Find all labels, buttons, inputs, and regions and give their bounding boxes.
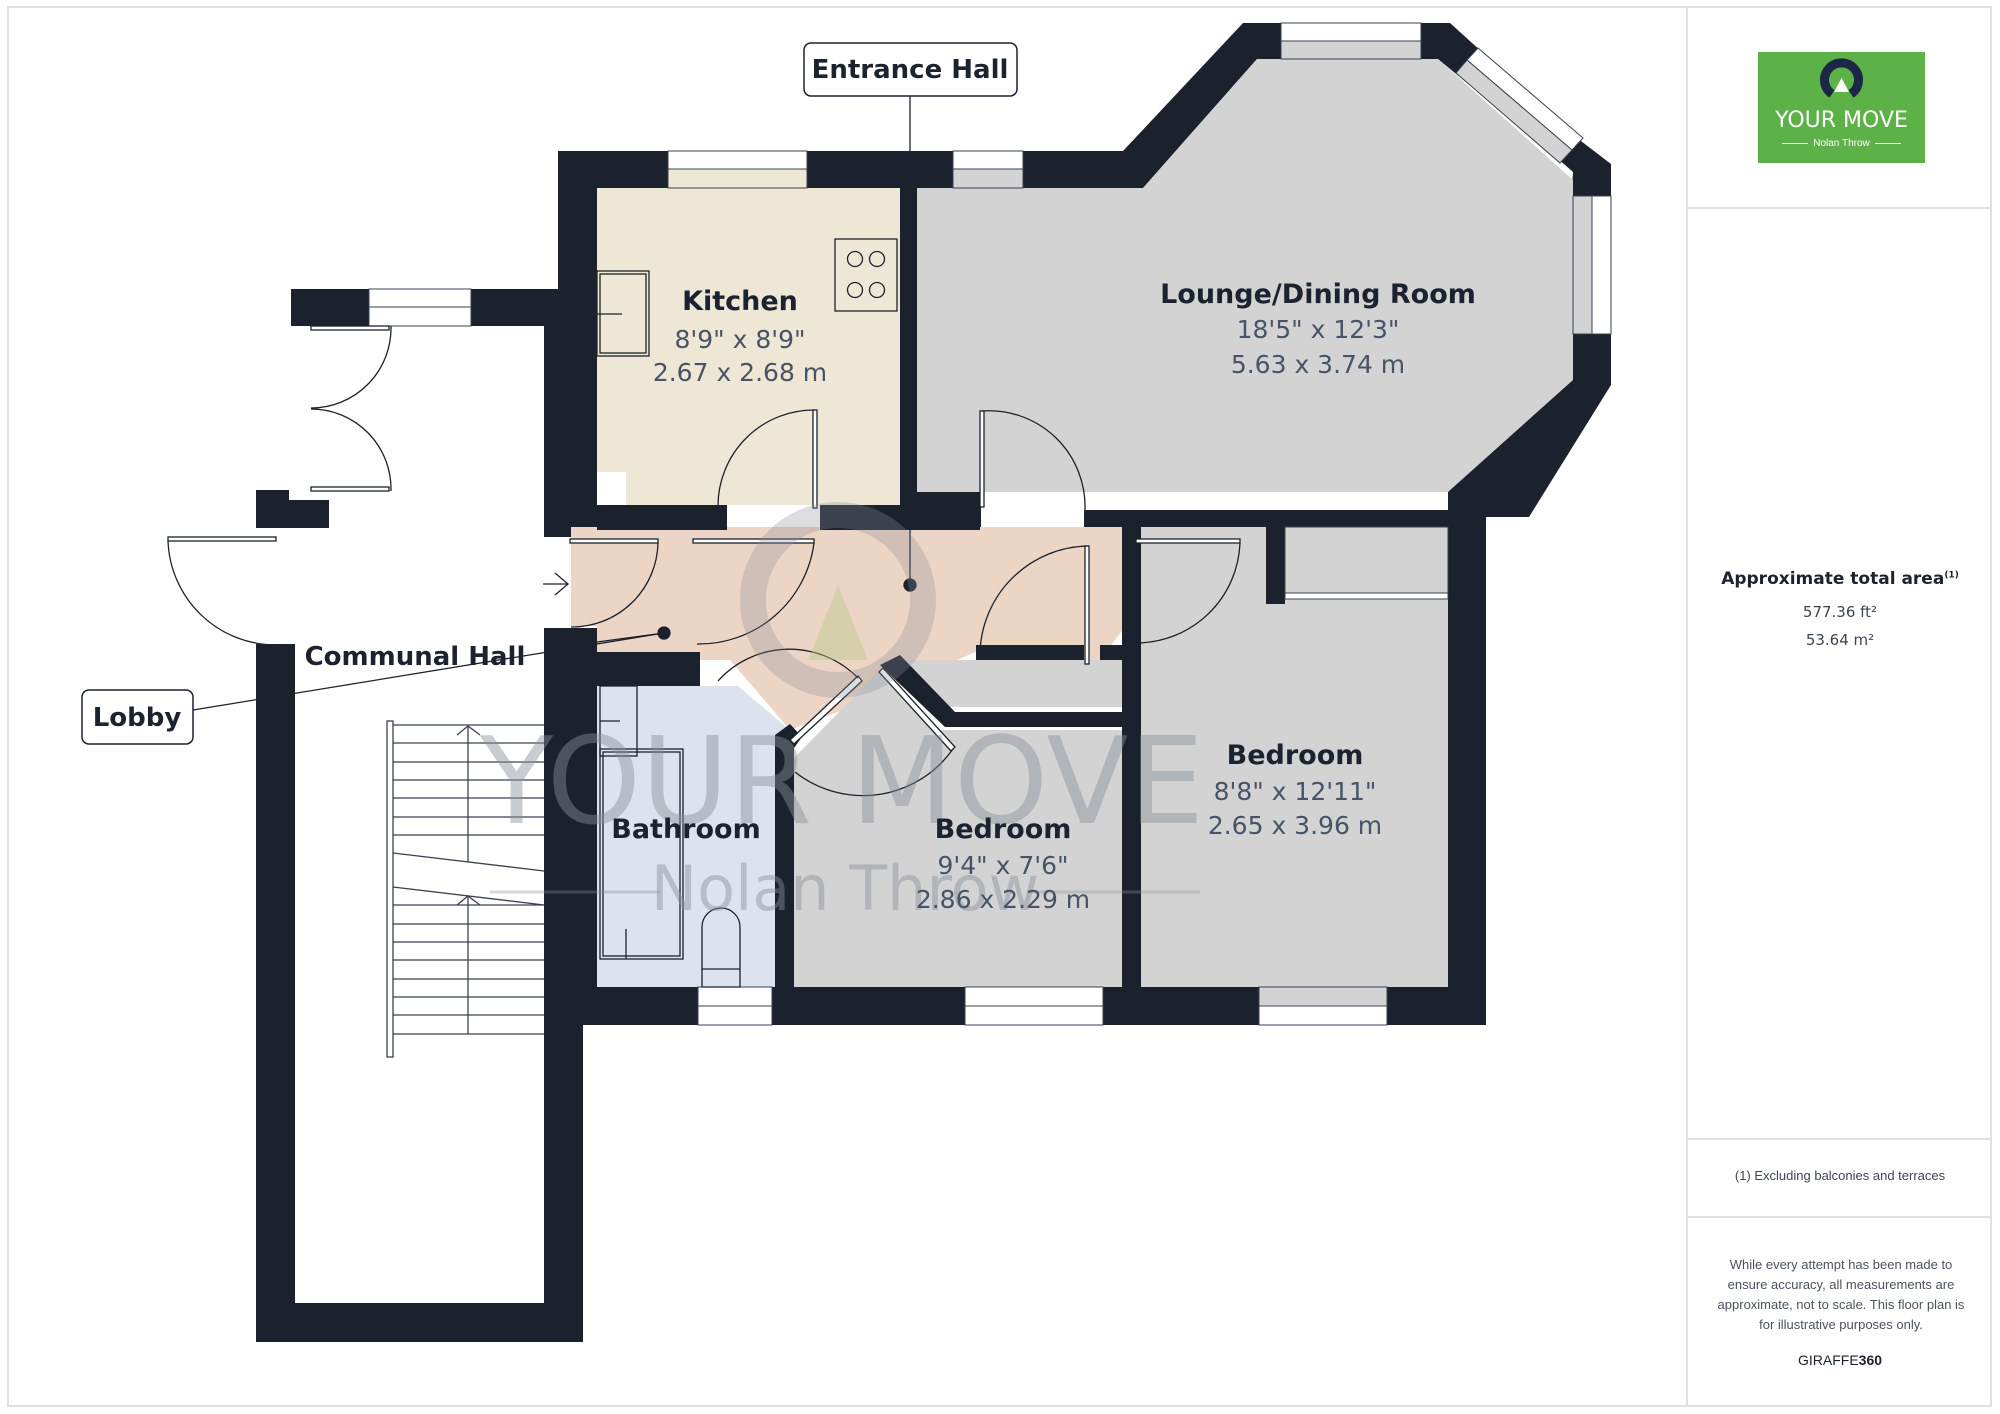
kitchen-dim-metric: 2.67 x 2.68 m	[653, 358, 827, 387]
toilet-icon	[701, 907, 741, 988]
communal-hall-label: Communal Hall	[305, 642, 526, 672]
logo-brand: YOUR MOVE	[1775, 108, 1908, 133]
callout-lobby: Lobby	[81, 632, 665, 745]
floors	[571, 59, 1573, 987]
area-sqft: 577.36 ft²	[1802, 603, 1878, 621]
footnote-section: (1) Excluding balconies and terraces	[1688, 1140, 1992, 1218]
bathroom-floor	[597, 686, 790, 987]
logo-ring-icon	[1820, 58, 1863, 98]
page-frame	[7, 6, 1992, 1407]
logo-branch: Nolan Throw	[1758, 138, 1925, 149]
windows	[667, 22, 1612, 1026]
area-section: Approximate total area(1) 577.36 ft² 53.…	[1688, 209, 1992, 1140]
callout-entrance-hall: Entrance Hall	[803, 42, 1018, 151]
svg-text:YOUR MOVE: YOUR MOVE	[479, 713, 1204, 852]
lounge-dim-metric: 5.63 x 3.74 m	[1231, 350, 1405, 379]
info-panel: YOUR MOVE Nolan Throw Approximate total …	[1686, 6, 1992, 1407]
bedroom2-label: Bedroom	[1227, 740, 1364, 771]
kitchen-floor	[597, 188, 900, 505]
doors	[569, 409, 1241, 797]
bedroom1-floor	[794, 670, 1122, 987]
area-title: Approximate total area(1)	[1721, 569, 1959, 589]
lounge-label: Lounge/Dining Room	[1160, 279, 1476, 310]
bedroom2-dim-imperial: 8'8" x 12'11"	[1214, 777, 1377, 806]
room-labels: Kitchen 8'9" x 8'9" 2.67 x 2.68 m Lounge…	[305, 279, 1476, 914]
watermark: YOUR MOVE Nolan Throw	[479, 502, 1204, 925]
kitchen-dim-imperial: 8'9" x 8'9"	[674, 325, 805, 354]
entry-arrow-icon	[543, 572, 570, 596]
bathtub-icon	[599, 748, 684, 960]
agency-logo: YOUR MOVE Nolan Throw	[1758, 52, 1925, 163]
bedroom2-floor	[1141, 527, 1448, 987]
wardrobe	[1284, 526, 1449, 600]
svg-text:Entrance Hall: Entrance Hall	[812, 55, 1009, 85]
disclaimer-section: While every attempt has been made to ens…	[1688, 1218, 1992, 1405]
bedroom2-dim-metric: 2.65 x 3.96 m	[1208, 811, 1382, 840]
area-sqm: 53.64 m²	[1805, 631, 1875, 649]
footnote-text: (1) Excluding balconies and terraces	[1734, 1168, 1946, 1183]
giraffe360-brand: GIRAFFE360	[1797, 1352, 1883, 1368]
fixtures	[596, 238, 898, 988]
disclaimer-text: While every attempt has been made to ens…	[1717, 1257, 1965, 1332]
hall-floor	[571, 527, 1130, 730]
stairwell	[256, 645, 583, 1342]
bedroom1-label: Bedroom	[935, 814, 1072, 845]
lounge-floor	[917, 59, 1573, 492]
interior-walls	[597, 188, 1448, 987]
bedroom1-dim-metric: 2.86 x 2.29 m	[916, 885, 1090, 914]
bedroom1-dim-imperial: 9'4" x 7'6"	[937, 851, 1068, 880]
staircase	[386, 720, 545, 1058]
hob-icon	[834, 238, 898, 312]
lounge-dim-imperial: 18'5" x 12'3"	[1237, 315, 1400, 344]
logo-section: YOUR MOVE Nolan Throw	[1688, 6, 1992, 209]
svg-text:Nolan Throw: Nolan Throw	[651, 852, 1039, 925]
bathroom-label: Bathroom	[611, 814, 760, 845]
kitchen-label: Kitchen	[682, 286, 798, 317]
svg-text:Lobby: Lobby	[93, 703, 182, 733]
